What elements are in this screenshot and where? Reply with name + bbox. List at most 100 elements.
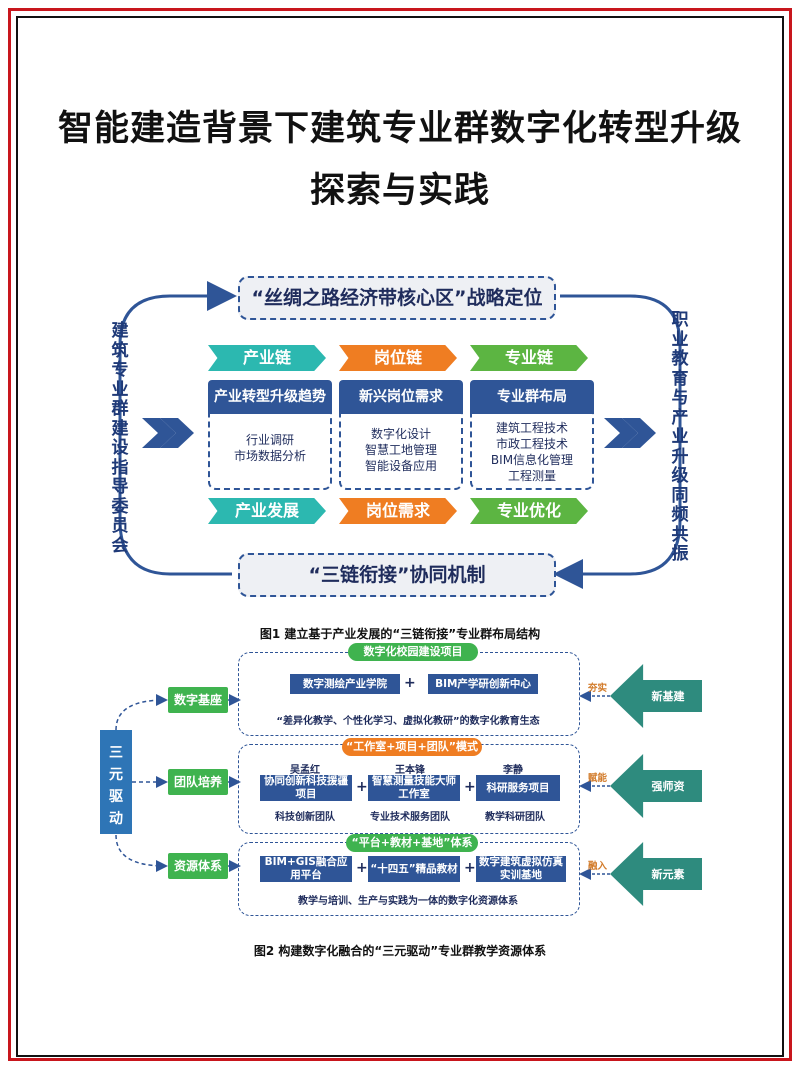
vertical-char: 与 [671, 388, 689, 408]
vertical-char: 业 [671, 329, 689, 350]
inner-black-frame [16, 16, 784, 1057]
note-resource-system: 教学与培训、生产与实践为一体的数字化资源体系 [298, 896, 518, 907]
outcome-tag-major: 专业优化 [470, 498, 588, 524]
plus-icon: + [404, 675, 416, 691]
box-textbook: “十四五”精品教材 [368, 856, 460, 882]
card-major-layout-title: 专业群布局 [470, 380, 594, 414]
team-label: 专业技术服务团队 [370, 812, 450, 823]
person-name: 李静 [503, 765, 523, 776]
card-line: 市政工程技术 [495, 437, 568, 451]
vertical-char: 筑 [111, 340, 129, 361]
card-line: 智慧工地管理 [364, 443, 437, 457]
card-industry-trend-title: 产业转型升级趋势 [208, 380, 332, 414]
card-line: 市场数据分析 [233, 449, 306, 463]
card-line: 数字化设计 [370, 427, 431, 441]
three-drivers-char: 元 [109, 767, 123, 783]
three-drivers-label: 三元驱动 [100, 730, 132, 834]
plus-icon: + [356, 860, 368, 876]
driver-digital-base: 数字基座 [168, 687, 228, 713]
verb-consolidate: 夯实 [588, 683, 608, 694]
card-new-positions-title: 新兴岗位需求 [339, 380, 463, 414]
box-virtual-base: 数字建筑虚拟仿真实训基地 [476, 856, 566, 882]
plus-icon: + [464, 860, 476, 876]
label-new-elements: 新元素 [651, 868, 685, 881]
vertical-char: 导 [111, 477, 129, 497]
card-new-positions: 新兴岗位需求 数字化设计 智慧工地管理 智能设备应用 [339, 380, 463, 490]
card-new-positions-body: 数字化设计 智慧工地管理 智能设备应用 [341, 426, 461, 474]
vertical-char: 群 [111, 399, 129, 419]
pill-studio-model: “工作室+项目+团队”模式 [342, 738, 482, 756]
outcome-tag-industry: 产业发展 [208, 498, 326, 524]
pill-platform-system: “平台+教材+基地”体系 [346, 834, 478, 852]
vertical-char: 级 [671, 466, 689, 486]
vertical-char: 频 [671, 505, 689, 525]
vertical-char: 振 [671, 544, 689, 564]
vertical-char: 业 [671, 427, 689, 447]
vertical-char: 专 [111, 360, 129, 380]
vertical-char: 教 [671, 349, 689, 369]
pill-digital-campus: 数字化校园建设项目 [348, 643, 478, 661]
three-drivers-char: 驱 [109, 789, 123, 805]
team-label: 科技创新团队 [275, 812, 335, 823]
right-chevron-arrows-icon [604, 418, 656, 448]
driver-team-training: 团队培养 [168, 769, 228, 795]
box-bim-center: BIM产学研创新中心 [428, 674, 538, 694]
person-name: 王本锋 [395, 765, 425, 776]
figure2-caption: 图2 构建数字化融合的“三元驱动”专业群教学资源体系 [253, 944, 547, 958]
page-title-line2: 探索与实践 [309, 171, 490, 211]
card-line: 工程测量 [507, 469, 556, 483]
card-line: 行业调研 [245, 433, 294, 447]
verb-integrate: 融入 [588, 861, 608, 872]
card-industry-trend-body: 行业调研 市场数据分析 [210, 432, 330, 464]
vertical-char: 业 [111, 379, 129, 400]
fig1-loop-arrows [118, 281, 682, 589]
three-drivers-char: 三 [109, 745, 123, 761]
box-bim-gis-platform: BIM+GIS融合应用平台 [260, 856, 352, 882]
vertical-char: 员 [111, 516, 129, 536]
figure1-caption: 图1 建立基于产业发展的“三链衔接”专业群布局结构 [259, 627, 541, 641]
outer-red-frame [8, 8, 792, 1061]
card-line: 智能设备应用 [364, 459, 437, 473]
driver-resource-system: 资源体系 [168, 853, 228, 879]
vertical-char: 产 [671, 407, 689, 428]
vertical-char: 建 [111, 418, 129, 439]
fig2-connectors [115, 690, 610, 880]
box-xinjiang-project: 协同创新科技援疆项目 [260, 775, 352, 801]
vertical-char: 育 [671, 368, 689, 389]
box-research-service: 科研服务项目 [476, 775, 560, 801]
vertical-char: 升 [671, 446, 689, 467]
plus-icon: + [464, 779, 476, 795]
left-vertical-committee-label: 建筑专业群建设指导委员会 [109, 321, 131, 556]
three-chain-mechanism-box: “三链衔接”协同机制 [238, 553, 556, 597]
person-name: 吴孟红 [290, 765, 320, 776]
vertical-char: 建 [111, 321, 129, 341]
card-line: BIM信息化管理 [490, 453, 574, 467]
plus-icon: + [356, 779, 368, 795]
vertical-char: 职 [671, 310, 689, 330]
vertical-char: 会 [111, 535, 129, 556]
vertical-char: 共 [671, 524, 689, 545]
card-industry-trend: 产业转型升级趋势 行业调研 市场数据分析 [208, 380, 332, 490]
team-label: 教学科研团队 [485, 812, 545, 823]
label-strong-teachers: 强师资 [651, 780, 685, 793]
box-surveying-college: 数字测绘产业学院 [290, 674, 400, 694]
vertical-char: 设 [111, 438, 129, 458]
chain-tag-industry: 产业链 [208, 345, 326, 371]
vertical-char: 指 [111, 457, 129, 478]
label-new-infrastructure: 新基建 [651, 690, 685, 703]
left-chevron-arrows-icon [142, 418, 194, 448]
chain-tag-position: 岗位链 [339, 345, 457, 371]
note-education-ecology: “差异化教学、个性化学习、虚拟化教研”的数字化教育生态 [276, 716, 540, 727]
card-major-layout-body: 建筑工程技术 市政工程技术 BIM信息化管理 工程测量 [472, 420, 592, 484]
card-major-layout: 专业群布局 建筑工程技术 市政工程技术 BIM信息化管理 工程测量 [470, 380, 594, 490]
three-drivers-char: 动 [109, 811, 123, 827]
chain-tag-major: 专业链 [470, 345, 588, 371]
verb-empower: 赋能 [588, 773, 608, 784]
strategic-positioning-box: “丝绸之路经济带核心区”战略定位 [238, 276, 556, 320]
page-title-line1: 智能建造背景下建筑专业群数字化转型升级 [57, 109, 742, 149]
right-vertical-resonance-label: 职业教育与产业升级同频共振 [669, 310, 691, 565]
vertical-char: 委 [111, 496, 129, 517]
box-master-studio: 智慧测量技能大师工作室 [368, 775, 460, 801]
vertical-char: 同 [671, 485, 689, 506]
card-line: 建筑工程技术 [495, 421, 568, 435]
